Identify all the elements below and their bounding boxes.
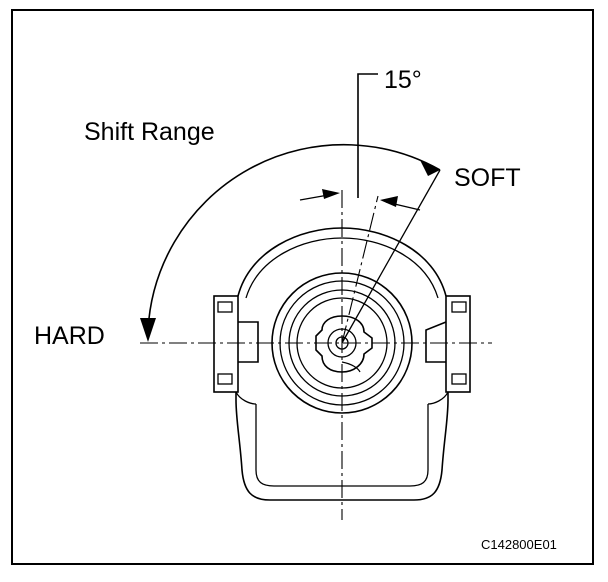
- ring-3: [288, 289, 396, 397]
- body-lower-shoulders: [235, 391, 449, 405]
- outer-ring: [271, 272, 413, 414]
- ring-4: [296, 297, 388, 389]
- knob-notch: [341, 361, 361, 373]
- soft-arrowhead: [420, 160, 440, 176]
- ring-2: [279, 280, 405, 406]
- dimension-arrowhead-left: [322, 189, 340, 199]
- body-lower-outer: [235, 392, 449, 501]
- hard-label: HARD: [34, 322, 105, 350]
- figure-code: C142800E01: [481, 537, 557, 552]
- shift-range-arc: [147, 143, 441, 331]
- angle-label: 15°: [384, 66, 422, 94]
- knob-center-circle: [335, 336, 349, 350]
- shift-range-label: Shift Range: [84, 118, 215, 146]
- left-bracket: [213, 295, 259, 393]
- body-top-outer: [237, 227, 447, 297]
- angle-leader-line: [357, 73, 378, 198]
- dimension-arrowhead-right: [380, 196, 398, 207]
- knob-inner-circle: [327, 328, 357, 358]
- hard-arrowhead: [140, 318, 156, 342]
- soft-label: SOFT: [454, 164, 521, 192]
- diagram-frame: [11, 9, 594, 565]
- body-top-inner: [245, 237, 439, 299]
- adjuster-knob: [315, 315, 373, 373]
- body-lower-inner: [255, 404, 429, 487]
- fifteen-degree-line: [341, 195, 379, 344]
- right-bracket: [425, 295, 471, 393]
- soft-direction-line: [341, 169, 441, 344]
